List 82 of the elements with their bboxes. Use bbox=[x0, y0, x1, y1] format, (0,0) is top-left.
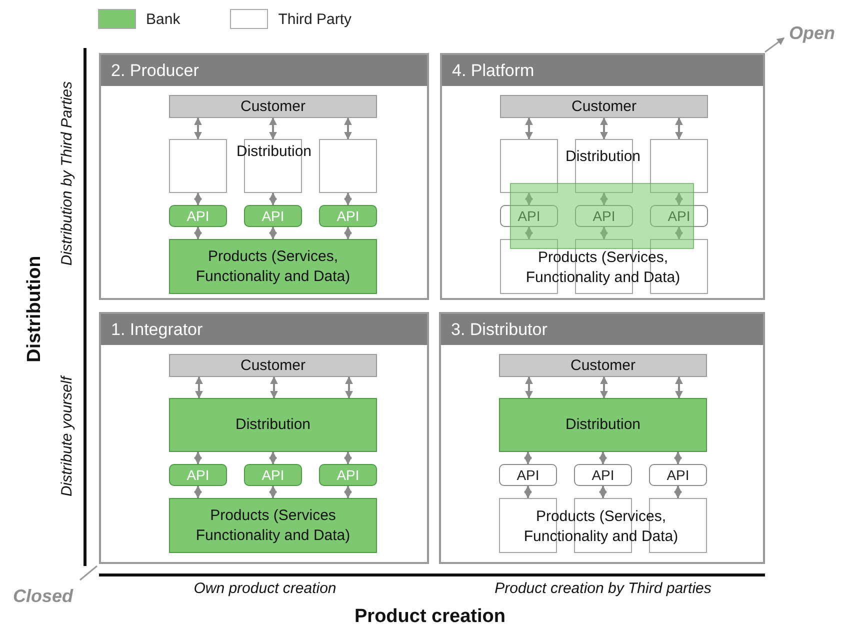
panel-header: 3. Distributor bbox=[441, 314, 763, 345]
double-arrow bbox=[194, 226, 202, 240]
empty-box bbox=[319, 139, 377, 193]
axis-label: Own product creation bbox=[192, 580, 338, 597]
double-arrow bbox=[344, 226, 352, 240]
process-box: Products (Services Functionality and Data) bbox=[169, 498, 377, 553]
axis-label: Distribution bbox=[24, 254, 46, 364]
double-arrow bbox=[525, 226, 533, 240]
double-arrow bbox=[344, 451, 352, 465]
legend-label: Bank bbox=[146, 10, 180, 28]
double-arrow bbox=[344, 485, 352, 499]
double-arrow bbox=[599, 451, 607, 465]
empty-box bbox=[169, 139, 227, 193]
double-arrow bbox=[269, 117, 277, 140]
api-box: API bbox=[169, 205, 227, 227]
double-arrow bbox=[269, 451, 277, 465]
api-box: API bbox=[319, 205, 377, 227]
double-arrow bbox=[674, 485, 682, 499]
double-arrow bbox=[345, 376, 353, 399]
double-arrow bbox=[525, 117, 533, 140]
box-label: Products (Services, Functionality and Data) bbox=[522, 507, 680, 546]
process-box: Products (Services, Functionality and Data) bbox=[169, 239, 377, 294]
api-box: API bbox=[500, 205, 558, 227]
double-arrow bbox=[600, 192, 608, 206]
double-arrow bbox=[600, 226, 608, 240]
empty-box bbox=[500, 139, 558, 193]
double-arrow bbox=[674, 451, 682, 465]
double-arrow bbox=[525, 192, 533, 206]
api-box: API bbox=[319, 464, 377, 486]
double-arrow bbox=[194, 485, 202, 499]
legend-label: Third Party bbox=[278, 10, 352, 28]
double-arrow bbox=[675, 376, 683, 399]
double-arrow bbox=[524, 451, 532, 465]
double-arrow bbox=[269, 192, 277, 206]
double-arrow bbox=[194, 192, 202, 206]
api-box: API bbox=[574, 464, 632, 486]
double-arrow bbox=[524, 485, 532, 499]
panel bbox=[99, 312, 429, 564]
process-box: Distribution bbox=[499, 398, 707, 452]
double-arrow bbox=[675, 117, 683, 140]
api-box: API bbox=[169, 464, 227, 486]
axis-label: Product creation bbox=[354, 606, 506, 628]
double-arrow bbox=[269, 485, 277, 499]
double-arrow bbox=[600, 117, 608, 140]
api-box: API bbox=[575, 205, 633, 227]
double-arrow bbox=[194, 451, 202, 465]
process-box: Distribution bbox=[169, 398, 377, 452]
customer-bar: Customer bbox=[500, 95, 708, 118]
customer-bar: Customer bbox=[169, 95, 377, 118]
api-box: API bbox=[499, 464, 557, 486]
box-label: Distribution bbox=[564, 147, 642, 166]
double-arrow bbox=[270, 376, 278, 399]
panel bbox=[439, 312, 765, 564]
panel bbox=[440, 53, 765, 300]
double-arrow bbox=[195, 376, 203, 399]
panel-header: 4. Platform bbox=[442, 55, 763, 86]
panel-header: 2. Producer bbox=[101, 55, 427, 86]
double-arrow bbox=[269, 226, 277, 240]
api-box: API bbox=[649, 464, 707, 486]
panel bbox=[99, 53, 429, 300]
box-label: Distribution bbox=[235, 142, 313, 162]
double-arrow bbox=[675, 192, 683, 206]
empty-box bbox=[650, 139, 708, 193]
double-arrow bbox=[675, 226, 683, 240]
double-arrow bbox=[600, 376, 608, 399]
double-arrow bbox=[344, 117, 352, 140]
api-box: API bbox=[244, 205, 302, 227]
double-arrow bbox=[525, 376, 533, 399]
double-arrow bbox=[344, 192, 352, 206]
customer-bar: Customer bbox=[169, 354, 377, 377]
corner-label: Closed bbox=[12, 586, 74, 607]
api-box: API bbox=[650, 205, 708, 227]
panel-header: 1. Integrator bbox=[101, 314, 427, 345]
box-label: Products (Services, Functionality and Data) bbox=[524, 248, 682, 287]
axis-label: Distribution by Third Parties bbox=[58, 80, 76, 268]
corner-label: Open bbox=[788, 23, 836, 44]
double-arrow bbox=[599, 485, 607, 499]
customer-bar: Customer bbox=[499, 354, 707, 377]
axis-label: Product creation by Third parties bbox=[494, 580, 712, 597]
axis-label: Distribute yourself bbox=[58, 374, 76, 499]
double-arrow bbox=[194, 117, 202, 140]
api-box: API bbox=[244, 464, 302, 486]
